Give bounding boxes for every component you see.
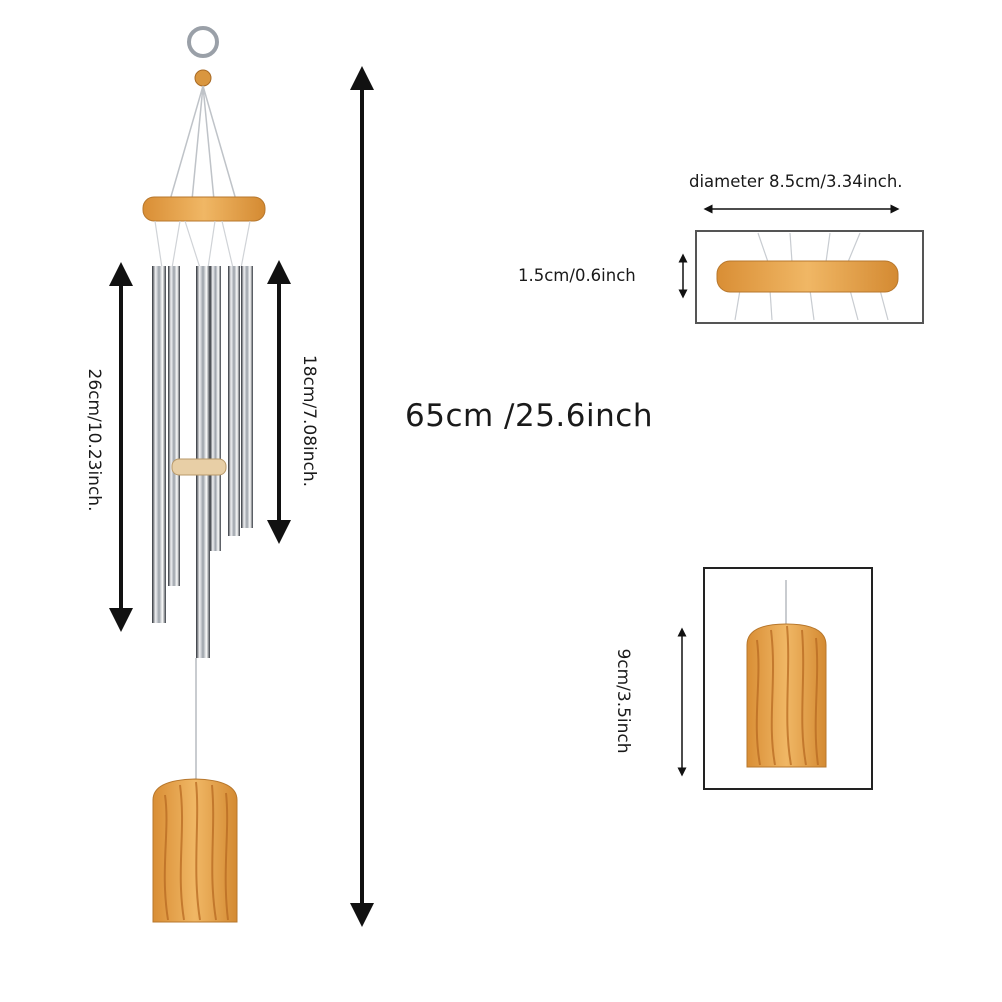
thickness-label: 1.5cm/0.6inch <box>518 266 636 285</box>
diameter-label: diameter 8.5cm/3.34inch. <box>689 172 903 191</box>
long-tube-label: 26cm/10.23inch. <box>84 368 104 512</box>
total-length-label: 65cm /25.6inch <box>405 398 653 434</box>
metal-tubes <box>152 266 253 658</box>
support-strings <box>169 85 237 201</box>
wooden-weight <box>152 778 238 923</box>
hanging-ring <box>187 26 219 87</box>
weight-height-label: 9cm/3.5inch <box>613 648 633 754</box>
tube-threads <box>154 220 251 269</box>
striker-disc <box>171 458 227 476</box>
weight-detail-frame <box>703 567 873 790</box>
short-tube-label: 18cm/7.08inch. <box>299 354 319 488</box>
wooden-ring <box>142 196 266 222</box>
ring-detail-frame <box>695 230 924 324</box>
